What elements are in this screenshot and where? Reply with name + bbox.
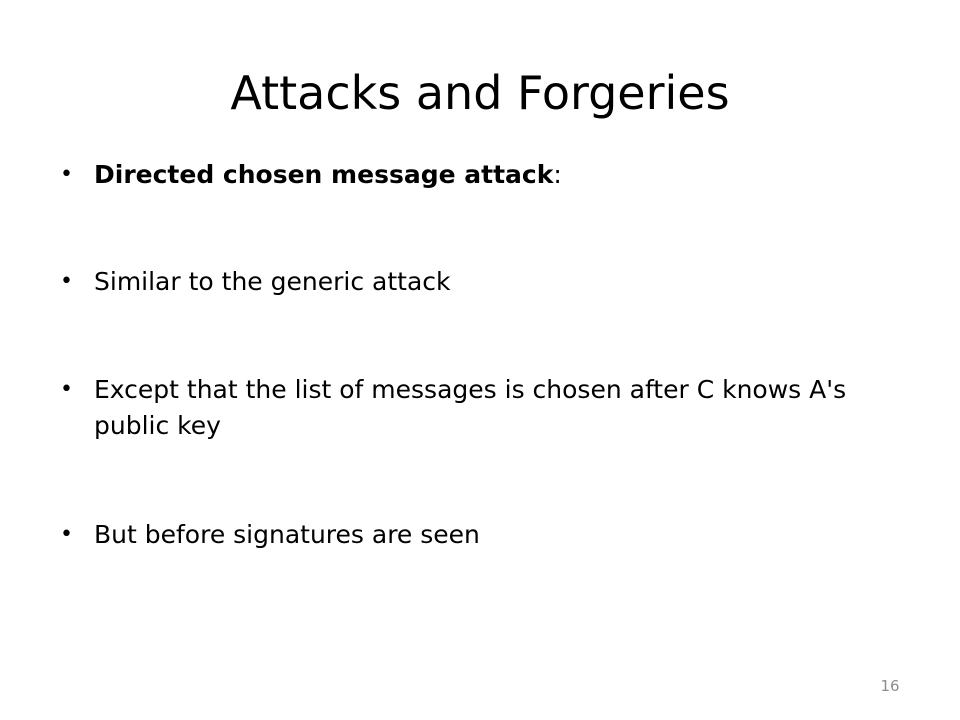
- bullet-suffix: :: [553, 160, 562, 189]
- bullet-item: • Directed chosen message attack:: [60, 157, 920, 193]
- bullet-icon: •: [60, 162, 73, 187]
- bullet-icon: •: [60, 522, 73, 547]
- bullet-bold-text: Directed chosen message attack: [94, 160, 554, 189]
- page-number: 16: [880, 677, 900, 695]
- bullet-text: Directed chosen message attack:: [94, 157, 920, 193]
- bullet-item: • Similar to the generic attack: [60, 264, 920, 300]
- bullet-text: Similar to the generic attack: [94, 267, 451, 296]
- bullet-item: • But before signatures are seen: [60, 517, 920, 553]
- bullet-icon: •: [60, 377, 73, 402]
- bullet-text: But before signatures are seen: [94, 520, 480, 549]
- bullet-item: • Except that the list of messages is ch…: [60, 372, 920, 444]
- bullet-text: Except that the list of messages is chos…: [94, 375, 847, 440]
- slide-title: Attacks and Forgeries: [230, 66, 730, 120]
- bullet-icon: •: [60, 269, 73, 294]
